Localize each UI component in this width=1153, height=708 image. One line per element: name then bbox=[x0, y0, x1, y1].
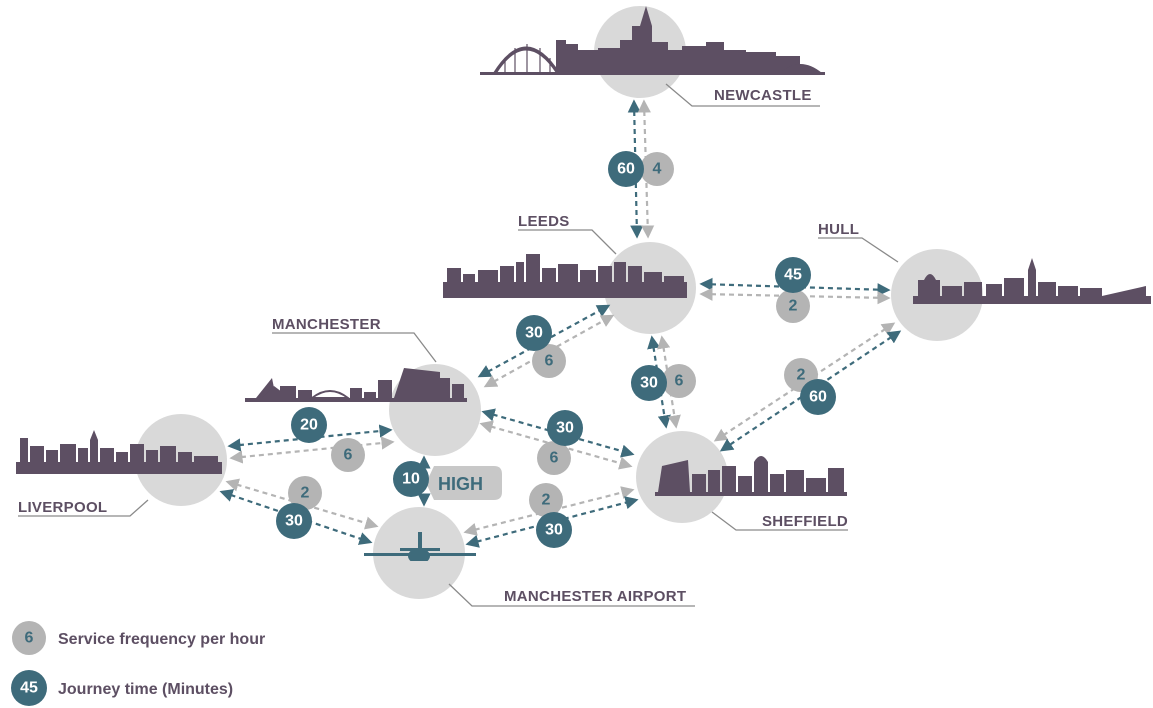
city-label-sheffield: SHEFFIELD bbox=[762, 513, 848, 530]
label-leaders bbox=[18, 83, 899, 607]
svg-text:45: 45 bbox=[784, 267, 802, 284]
high-frequency-label: HIGH bbox=[438, 474, 483, 494]
svg-text:4: 4 bbox=[653, 161, 662, 178]
journey-badge-liverpool-manchester: 20 bbox=[291, 407, 327, 443]
svg-text:2: 2 bbox=[789, 298, 798, 315]
arrow-frequency-liverpool-manchester bbox=[229, 436, 395, 464]
journey-badges: 60 45 30 30 60 20 30 30 bbox=[276, 151, 836, 548]
journey-badge-leeds-sheffield: 30 bbox=[631, 365, 667, 401]
journey-badge-manchester-sheffield: 30 bbox=[547, 410, 583, 446]
journey-badge-newcastle-leeds: 60 bbox=[608, 151, 644, 187]
legend-journey: 45 Journey time (Minutes) bbox=[11, 670, 233, 706]
hull-skyline bbox=[913, 258, 1151, 304]
svg-text:30: 30 bbox=[525, 325, 543, 342]
legend-frequency-sample: 6 bbox=[25, 630, 34, 647]
city-label-liverpool: LIVERPOOL bbox=[18, 499, 107, 516]
city-label-manchester: MANCHESTER bbox=[272, 316, 381, 333]
journey-badge-manchester-leeds: 30 bbox=[516, 315, 552, 351]
journey-badge-leeds-hull: 45 bbox=[775, 257, 811, 293]
airplane-icon bbox=[364, 532, 476, 564]
arrow-journey-airport-sheffield bbox=[465, 496, 639, 548]
journey-badge-manchester-airport: 10 bbox=[393, 461, 429, 497]
city-labels: NEWCASTLE LEEDS HULL MANCHESTER LIVERPOO… bbox=[18, 87, 859, 605]
svg-text:2: 2 bbox=[542, 492, 551, 509]
svg-text:6: 6 bbox=[675, 373, 684, 390]
liverpool-skyline bbox=[16, 430, 222, 474]
arrow-journey-liverpool-airport bbox=[219, 489, 373, 545]
svg-text:6: 6 bbox=[344, 447, 353, 464]
legend-journey-sample: 45 bbox=[20, 680, 38, 697]
legend-frequency-swatch bbox=[12, 621, 46, 655]
sheffield-skyline bbox=[655, 456, 847, 496]
frequency-badge-leeds-hull: 2 bbox=[776, 289, 810, 323]
frequency-badge-leeds-sheffield: 6 bbox=[662, 364, 696, 398]
svg-text:30: 30 bbox=[556, 420, 574, 437]
frequency-badge-newcastle-leeds: 4 bbox=[640, 152, 674, 186]
newcastle-skyline bbox=[480, 6, 825, 75]
high-frequency-tag: HIGH bbox=[426, 466, 502, 500]
leeds-skyline bbox=[443, 254, 687, 298]
svg-text:30: 30 bbox=[285, 513, 303, 530]
frequency-badge-manchester-sheffield: 6 bbox=[537, 441, 571, 475]
legend: 6 Service frequency per hour 45 Journey … bbox=[11, 621, 265, 706]
svg-text:6: 6 bbox=[545, 353, 554, 370]
frequency-badge-liverpool-manchester: 6 bbox=[331, 438, 365, 472]
svg-text:30: 30 bbox=[545, 522, 563, 539]
legend-frequency-label: Service frequency per hour bbox=[58, 631, 265, 648]
city-label-manchester-airport: MANCHESTER AIRPORT bbox=[504, 588, 686, 605]
city-label-hull: HULL bbox=[818, 221, 859, 238]
frequency-badge-manchester-leeds: 6 bbox=[532, 344, 566, 378]
frequency-badge-airport-sheffield: 2 bbox=[529, 483, 563, 517]
svg-text:10: 10 bbox=[402, 471, 420, 488]
city-label-leeds: LEEDS bbox=[518, 213, 570, 230]
journey-badge-airport-sheffield: 30 bbox=[536, 512, 572, 548]
legend-frequency: 6 Service frequency per hour bbox=[12, 621, 265, 655]
manchester-skyline bbox=[245, 368, 467, 402]
journey-badge-hull-sheffield: 60 bbox=[800, 379, 836, 415]
svg-text:20: 20 bbox=[300, 417, 318, 434]
frequency-badge-liverpool-airport: 2 bbox=[288, 476, 322, 510]
svg-text:30: 30 bbox=[640, 375, 658, 392]
journey-badge-liverpool-airport: 30 bbox=[276, 503, 312, 539]
svg-text:2: 2 bbox=[797, 367, 806, 384]
frequency-badges: 4 2 6 6 2 6 6 2 bbox=[288, 152, 818, 517]
legend-journey-swatch bbox=[11, 670, 47, 706]
legend-journey-label: Journey time (Minutes) bbox=[58, 681, 233, 698]
svg-text:2: 2 bbox=[301, 485, 310, 502]
svg-text:6: 6 bbox=[550, 450, 559, 467]
svg-text:60: 60 bbox=[809, 389, 827, 406]
arrow-frequency-leeds-sheffield bbox=[657, 335, 681, 429]
svg-text:60: 60 bbox=[617, 161, 635, 178]
city-label-newcastle: NEWCASTLE bbox=[714, 87, 812, 104]
